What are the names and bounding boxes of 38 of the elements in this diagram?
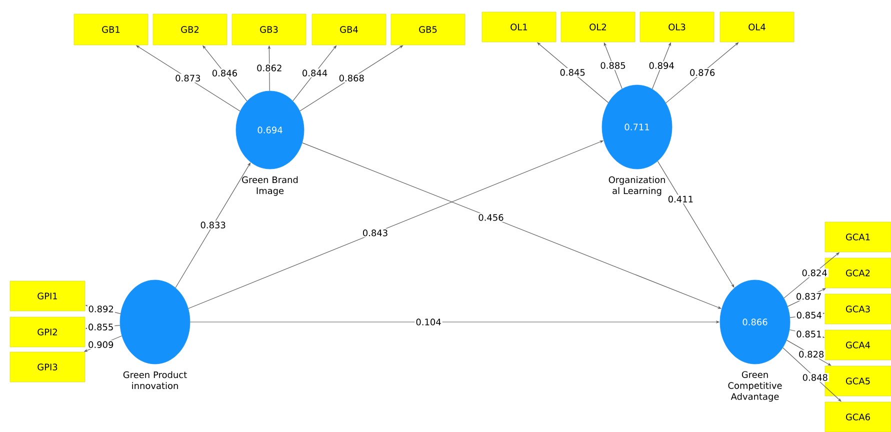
edge-label: 0.876 xyxy=(688,68,716,77)
edge-label: 0.848 xyxy=(801,373,829,382)
edge-label: 0.456 xyxy=(477,213,505,222)
indicator-box: OL2 xyxy=(560,12,636,42)
indicator-box: GB5 xyxy=(390,14,466,46)
indicator-box: GCA6 xyxy=(824,402,891,432)
indicator-box: GB3 xyxy=(232,14,306,46)
edge-label: 0.833 xyxy=(199,220,227,230)
indicator-box: OL1 xyxy=(482,12,556,42)
edge-label: 0.885 xyxy=(599,61,627,70)
edge-label: 0.845 xyxy=(558,68,586,77)
indicator-box: GB2 xyxy=(152,14,228,46)
edge-label: 0.894 xyxy=(648,61,676,70)
indicator-box: GB1 xyxy=(74,14,148,46)
indicator-box: GPI2 xyxy=(10,316,86,348)
construct-caption: Organization al Learning xyxy=(608,176,665,196)
indicator-box: GCA3 xyxy=(824,294,891,324)
edge-label: 0.844 xyxy=(300,68,329,78)
indicator-box: GB4 xyxy=(312,14,386,46)
edge-label: 0.843 xyxy=(361,228,390,238)
indicator-box: OL3 xyxy=(640,12,714,42)
edge-label: 0.868 xyxy=(338,74,366,82)
edge-label: 0.862 xyxy=(256,64,284,72)
edge-label: 0.104 xyxy=(414,318,442,326)
edge-label: 0.851 xyxy=(795,330,823,338)
indicator-box: GPI3 xyxy=(10,352,86,382)
construct-caption: Green Brand Image xyxy=(242,176,298,196)
indicator-box: GCA1 xyxy=(824,222,891,252)
edge-label: 0.837 xyxy=(794,292,823,301)
construct-caption: Green Competitive Advantage xyxy=(728,371,782,402)
construct-ellipse xyxy=(120,280,190,364)
construct-caption: Green Product innovation xyxy=(123,371,187,390)
indicator-box: GCA4 xyxy=(824,330,891,360)
edge-label: 0.892 xyxy=(87,304,115,314)
indicator-box: OL4 xyxy=(720,12,794,42)
edge-label: 0.846 xyxy=(210,68,239,78)
indicator-box: GPI1 xyxy=(10,280,86,312)
edge-label: 0.855 xyxy=(87,322,115,332)
